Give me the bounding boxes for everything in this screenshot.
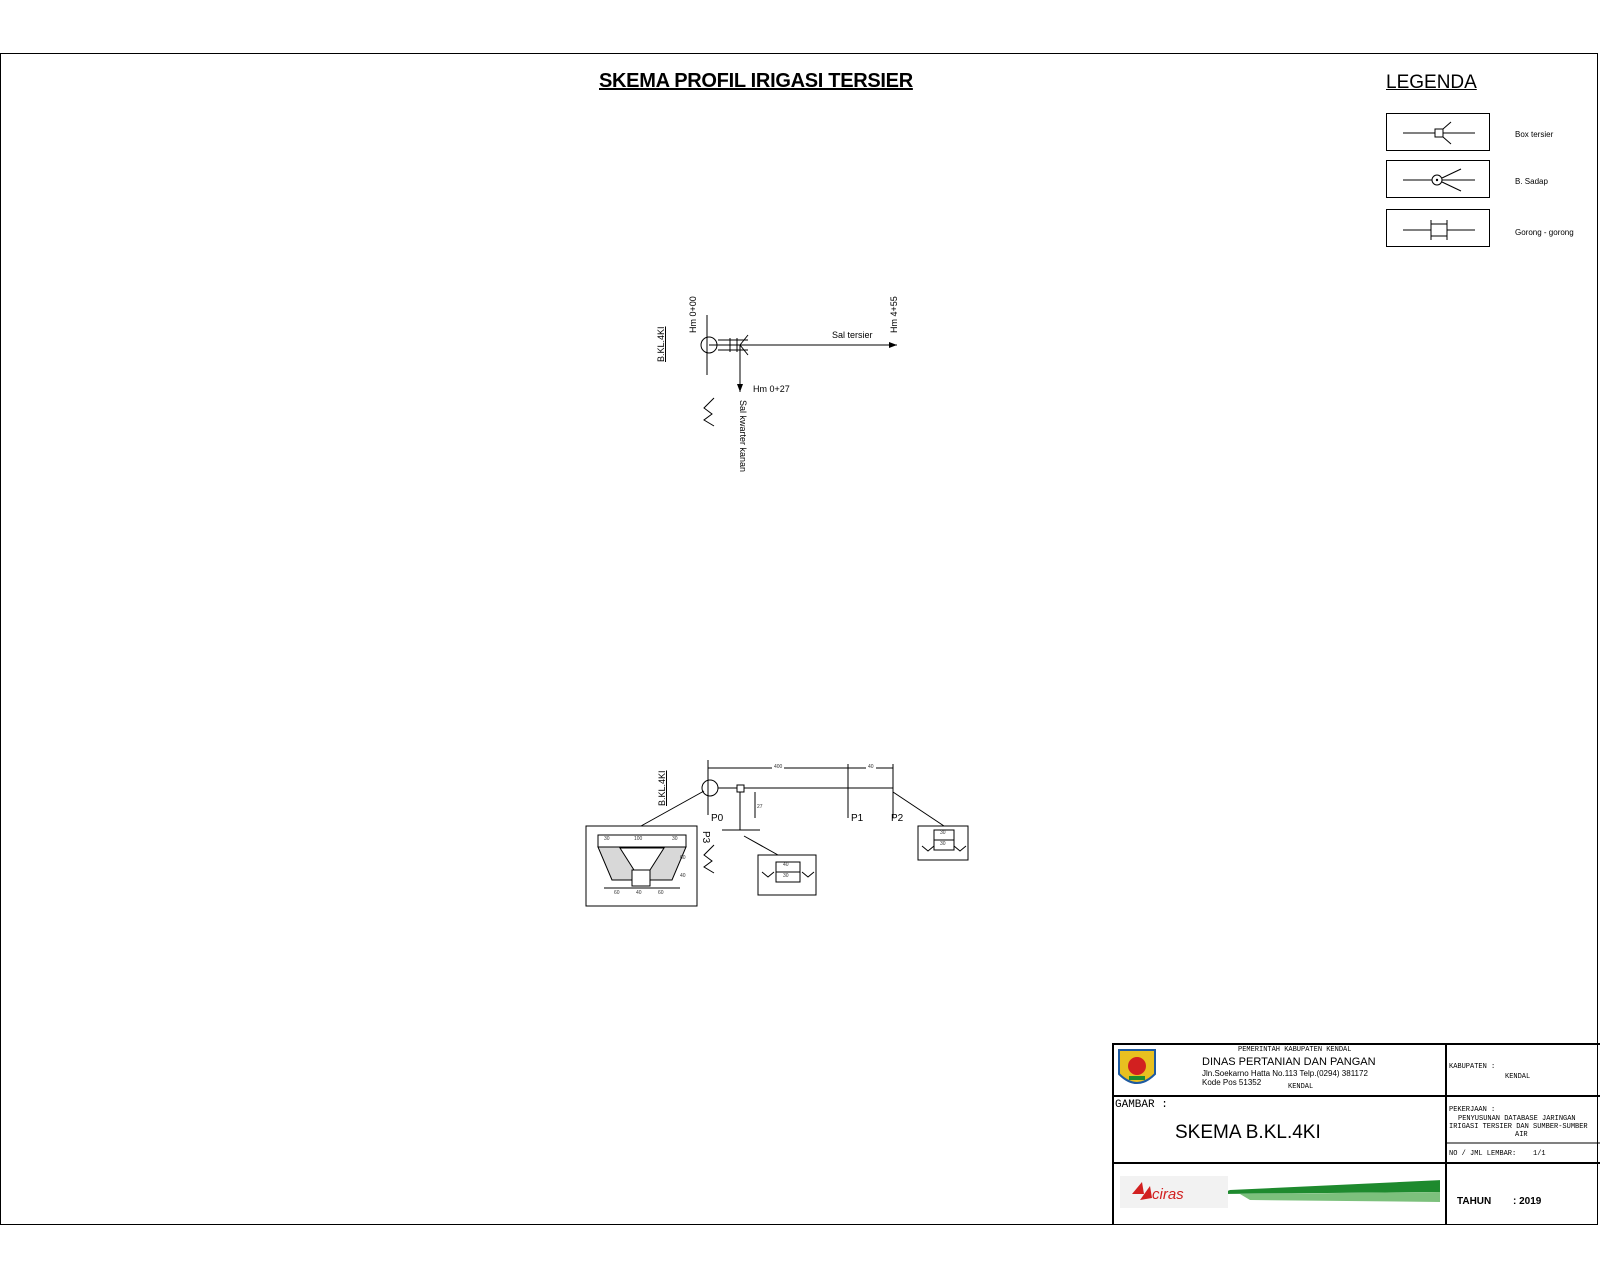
tb-tahun-value: : 2019 [1513, 1196, 1542, 1207]
tb-postcode: Kode Pos 51352 [1202, 1078, 1262, 1087]
box-tersier-symbol-icon [1403, 121, 1475, 145]
bangunan-sadap-symbol-icon [1403, 168, 1475, 192]
schema-channel-main: Sal tersier [832, 330, 873, 340]
ciras-logo-text: ciras [1152, 1186, 1184, 1203]
tb-pekerjaan-3: AIR [1515, 1131, 1528, 1139]
sec1-dim-1: 100 [634, 836, 643, 842]
drawing-frame [0, 53, 1598, 1225]
page-title: SKEMA PROFIL IRIGASI TERSIER [599, 70, 913, 92]
sec1-dim-5: 60 [614, 890, 620, 896]
tb-pekerjaan-2: IRIGASI TERSIER DAN SUMBER-SUMBER [1449, 1123, 1588, 1131]
profile-point-p2: P2 [891, 813, 904, 824]
sec2-dim-0: 40 [783, 862, 789, 868]
sec1-dim-6: 40 [636, 890, 642, 896]
tb-gov: PEMERINTAH KABUPATEN KENDAL [1238, 1046, 1352, 1054]
tb-tahun-label: TAHUN [1457, 1196, 1492, 1207]
tb-dept: DINAS PERTANIAN DAN PANGAN [1202, 1056, 1376, 1068]
tb-pekerjaan-label: PEKERJAAN : [1449, 1106, 1496, 1114]
tb-city: KENDAL [1288, 1083, 1314, 1091]
ciras-logo-icon [1120, 1176, 1440, 1208]
sec1-dim-3: 60 [680, 855, 686, 861]
tb-kabupaten-value: KENDAL [1505, 1073, 1531, 1081]
sec1-dim-0: 30 [604, 836, 610, 842]
sec3-dim-0: 30 [940, 830, 946, 836]
sec2-dim-1: 30 [783, 873, 789, 879]
legend-label-gorong: Gorong - gorong [1515, 228, 1574, 237]
sec1-dim-7: 60 [658, 890, 664, 896]
profile-dim-branch: 27 [757, 804, 763, 810]
legend-label-sadap: B. Sadap [1515, 177, 1548, 186]
title-block [1112, 1043, 1600, 1225]
legend-box-tersier [1386, 113, 1490, 151]
tb-address: Jln.Soekarno Hatta No.113 Telp.(0294) 38… [1202, 1069, 1368, 1078]
profile-point-p0: P0 [711, 813, 724, 824]
sec3-dim-1: 30 [940, 841, 946, 847]
legend-box-sadap [1386, 160, 1490, 198]
kendal-emblem-icon [1118, 1049, 1156, 1084]
tb-gambar-label: GAMBAR : [1115, 1099, 1168, 1111]
gorong-gorong-symbol-icon [1403, 220, 1475, 240]
schema-hm-branch: Hm 0+27 [753, 384, 790, 394]
sec1-dim-2: 30 [672, 836, 678, 842]
profile-dim-main: 400 [772, 764, 785, 770]
tb-kabupaten-label: KABUPATEN : [1449, 1063, 1496, 1071]
tb-lembar-label: NO / JML LEMBAR: [1449, 1150, 1517, 1158]
profile-dim-end: 40 [866, 764, 876, 770]
legend-box-gorong [1386, 209, 1490, 247]
legend-title: LEGENDA [1386, 72, 1477, 93]
sec1-dim-4: 40 [680, 873, 686, 879]
tb-lembar-value: 1/1 [1533, 1150, 1546, 1158]
legend-label-tersier: Box tersier [1515, 130, 1554, 139]
tb-gambar-value: SKEMA B.KL.4KI [1175, 1122, 1321, 1143]
tb-pekerjaan-1: PENYUSUNAN DATABASE JARINGAN [1458, 1115, 1576, 1123]
profile-point-p1: P1 [851, 813, 864, 824]
